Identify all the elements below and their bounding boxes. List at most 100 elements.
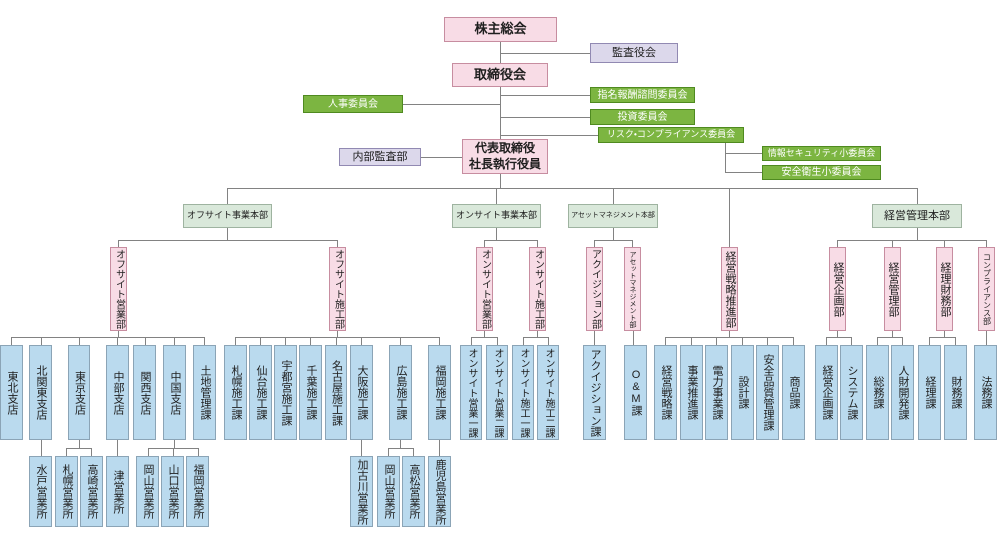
connector-line — [117, 440, 118, 456]
connector-line — [500, 95, 590, 96]
org-box-takamatsu-office: 高松営業所 — [402, 456, 425, 527]
connector-line — [725, 172, 762, 173]
connector-line — [413, 448, 414, 456]
connector-line — [691, 337, 692, 345]
connector-line — [11, 337, 12, 345]
connector-line — [929, 337, 930, 345]
org-box-offsite-construction-dept: オフサイト施工部 — [329, 247, 346, 331]
connector-line — [944, 240, 945, 247]
org-box-tsu-office: 津営業所 — [106, 456, 129, 527]
org-box-product-section: 商品課 — [782, 345, 805, 440]
connector-line — [613, 228, 614, 240]
connector-line — [955, 337, 956, 345]
connector-line — [471, 337, 497, 338]
org-box-power-business-section: 電力事業課 — [705, 345, 728, 440]
org-box-corporate-admin-dept: 経営管理部 — [884, 247, 901, 331]
connector-line — [500, 42, 501, 188]
connector-line — [917, 188, 918, 204]
connector-line — [484, 240, 537, 241]
org-box-safety-health-subcommittee: 安全衛生小委員会 — [762, 165, 881, 180]
connector-line — [337, 331, 338, 337]
org-box-general-affairs-section: 総務課 — [866, 345, 889, 440]
connector-line — [837, 331, 838, 337]
connector-line — [235, 337, 236, 345]
connector-line — [496, 228, 497, 240]
org-box-kitakanto-branch: 北関東支店 — [29, 345, 52, 440]
connector-line — [361, 337, 362, 345]
connector-line — [118, 240, 119, 247]
connector-line — [118, 240, 337, 241]
connector-line — [41, 337, 42, 345]
org-box-sendai-construction: 仙台施工課 — [249, 345, 272, 440]
connector-line — [548, 337, 549, 345]
org-box-chubu-branch: 中部支店 — [106, 345, 129, 440]
connector-line — [837, 240, 986, 241]
org-box-strategy-promotion-dept: 経営戦略推進部 — [721, 247, 738, 331]
connector-line — [892, 331, 893, 337]
org-box-tohoku-branch: 東北支店 — [0, 345, 23, 440]
org-box-risk-compliance-committee: リスク・コンプライアンス委員会 — [598, 127, 744, 143]
connector-line — [523, 337, 524, 345]
connector-line — [227, 188, 228, 204]
org-box-mito-office: 水戸営業所 — [29, 456, 52, 527]
connector-line — [729, 188, 730, 247]
connector-line — [496, 188, 497, 204]
connector-line — [742, 337, 743, 345]
connector-line — [91, 448, 92, 456]
org-box-onsite-sales-dept: オンサイト営業部 — [476, 247, 493, 331]
org-box-investment-committee: 投資委員会 — [590, 109, 695, 125]
connector-line — [767, 337, 768, 345]
connector-line — [79, 337, 80, 345]
connector-line — [851, 337, 852, 345]
org-box-offsite-sales-dept: オフサイト営業部 — [110, 247, 127, 331]
connector-line — [484, 240, 485, 247]
org-box-onsite-sales-1: オンサイト営業一課 — [460, 345, 482, 440]
connector-line — [826, 337, 851, 338]
org-box-design-section: 設計課 — [731, 345, 754, 440]
org-box-okayama-office: 岡山営業所 — [136, 456, 159, 527]
connector-line — [388, 448, 413, 449]
connector-line — [260, 337, 261, 345]
connector-line — [632, 240, 633, 247]
connector-line — [725, 142, 726, 172]
org-box-audit-board: 監査役会 — [590, 43, 678, 63]
org-box-kansai-branch: 関西支店 — [133, 345, 156, 440]
connector-line — [337, 240, 338, 247]
org-box-strategy-section: 経営戦略課 — [654, 345, 677, 440]
connector-line — [439, 440, 440, 456]
org-box-system-section: システム課 — [840, 345, 863, 440]
connector-line — [877, 337, 902, 338]
org-box-finance-section: 財務課 — [944, 345, 967, 440]
org-box-okayama-office-2: 岡山営業所 — [377, 456, 400, 527]
org-box-offsite-hq: オフサイト事業本部 — [183, 204, 272, 228]
connector-line — [837, 240, 838, 247]
connector-line — [145, 337, 146, 345]
org-box-asset-management-dept: アセットマネジメント部 — [624, 247, 641, 331]
connector-line — [118, 331, 119, 337]
org-box-hr-committee: 人事委員会 — [303, 95, 403, 113]
connector-line — [523, 337, 548, 338]
connector-line — [174, 337, 175, 345]
connector-line — [500, 117, 590, 118]
connector-line — [400, 337, 401, 345]
org-box-president: 代表取締役 社長執行役員 — [462, 139, 548, 174]
connector-line — [79, 440, 80, 448]
org-box-business-promotion-section: 事業推進課 — [680, 345, 703, 440]
org-box-asset-management-hq: アセットマネジメント本部 — [568, 204, 658, 228]
org-box-chiba-construction: 千葉施工課 — [299, 345, 322, 440]
connector-line — [594, 240, 595, 247]
connector-line — [793, 337, 794, 345]
connector-line — [902, 337, 903, 345]
org-box-kakogawa-office: 加古川営業所 — [350, 456, 373, 527]
connector-line — [594, 240, 632, 241]
connector-line — [173, 448, 174, 456]
org-box-fukuoka-office: 福岡営業所 — [186, 456, 209, 527]
connector-line — [66, 448, 91, 449]
connector-line — [484, 331, 485, 337]
connector-line — [285, 337, 286, 345]
org-box-accounting-finance-dept: 経理財務部 — [936, 247, 953, 331]
connector-line — [537, 331, 538, 337]
connector-line — [665, 337, 793, 338]
org-box-acquisition-dept: アクイジション部 — [586, 247, 603, 331]
